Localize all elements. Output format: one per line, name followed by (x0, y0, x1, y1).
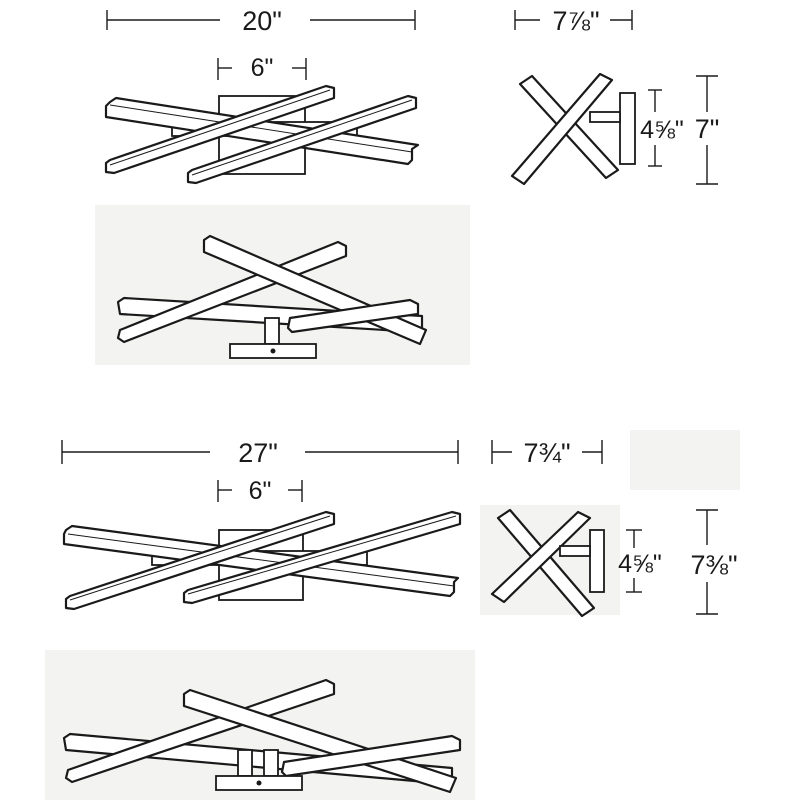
small-depth-label: 7⅞" (552, 6, 599, 36)
large-side-canopy (589, 529, 605, 593)
small-light-bar-3 (186, 94, 418, 185)
small-side-canopy (619, 92, 636, 165)
small-overall-width-label: 20" (242, 6, 282, 36)
large-canopy-height-label: 4⅝" (618, 550, 662, 578)
large-fixture-front-view: 27" 6" (61, 438, 462, 611)
large-canopy-width-label: 6" (249, 477, 272, 505)
small-light-bar-1 (104, 96, 420, 166)
large-overall-width-label: 27" (238, 438, 278, 468)
large-side-bar-1 (496, 508, 596, 618)
background-blocks (45, 205, 740, 800)
small-fixture-front-view: 20" 6" (104, 6, 420, 185)
small-overall-height-label: 7" (695, 114, 720, 144)
large-light-bar-3 (182, 510, 462, 605)
small-canopy-width-label: 6" (251, 54, 274, 82)
small-fixture-perspective-view (116, 234, 428, 359)
large-fixture-side-view: 7¾" 4⅝" 7⅜" (490, 438, 738, 618)
small-canopy-height-label: 4⅝" (640, 116, 684, 144)
large-depth-label: 7¾" (523, 438, 570, 468)
large-side-bar-2 (490, 510, 592, 604)
small-side-bar-2 (510, 72, 614, 186)
large-overall-height-label: 7⅜" (690, 550, 737, 580)
large-light-bar-1 (62, 524, 460, 598)
small-fixture-side-view: 7⅞" 4⅝" 7" (510, 6, 720, 186)
small-light-bar-2 (104, 84, 336, 175)
large-light-bar-2 (64, 510, 336, 611)
large-fixture-perspective-view (62, 678, 462, 794)
